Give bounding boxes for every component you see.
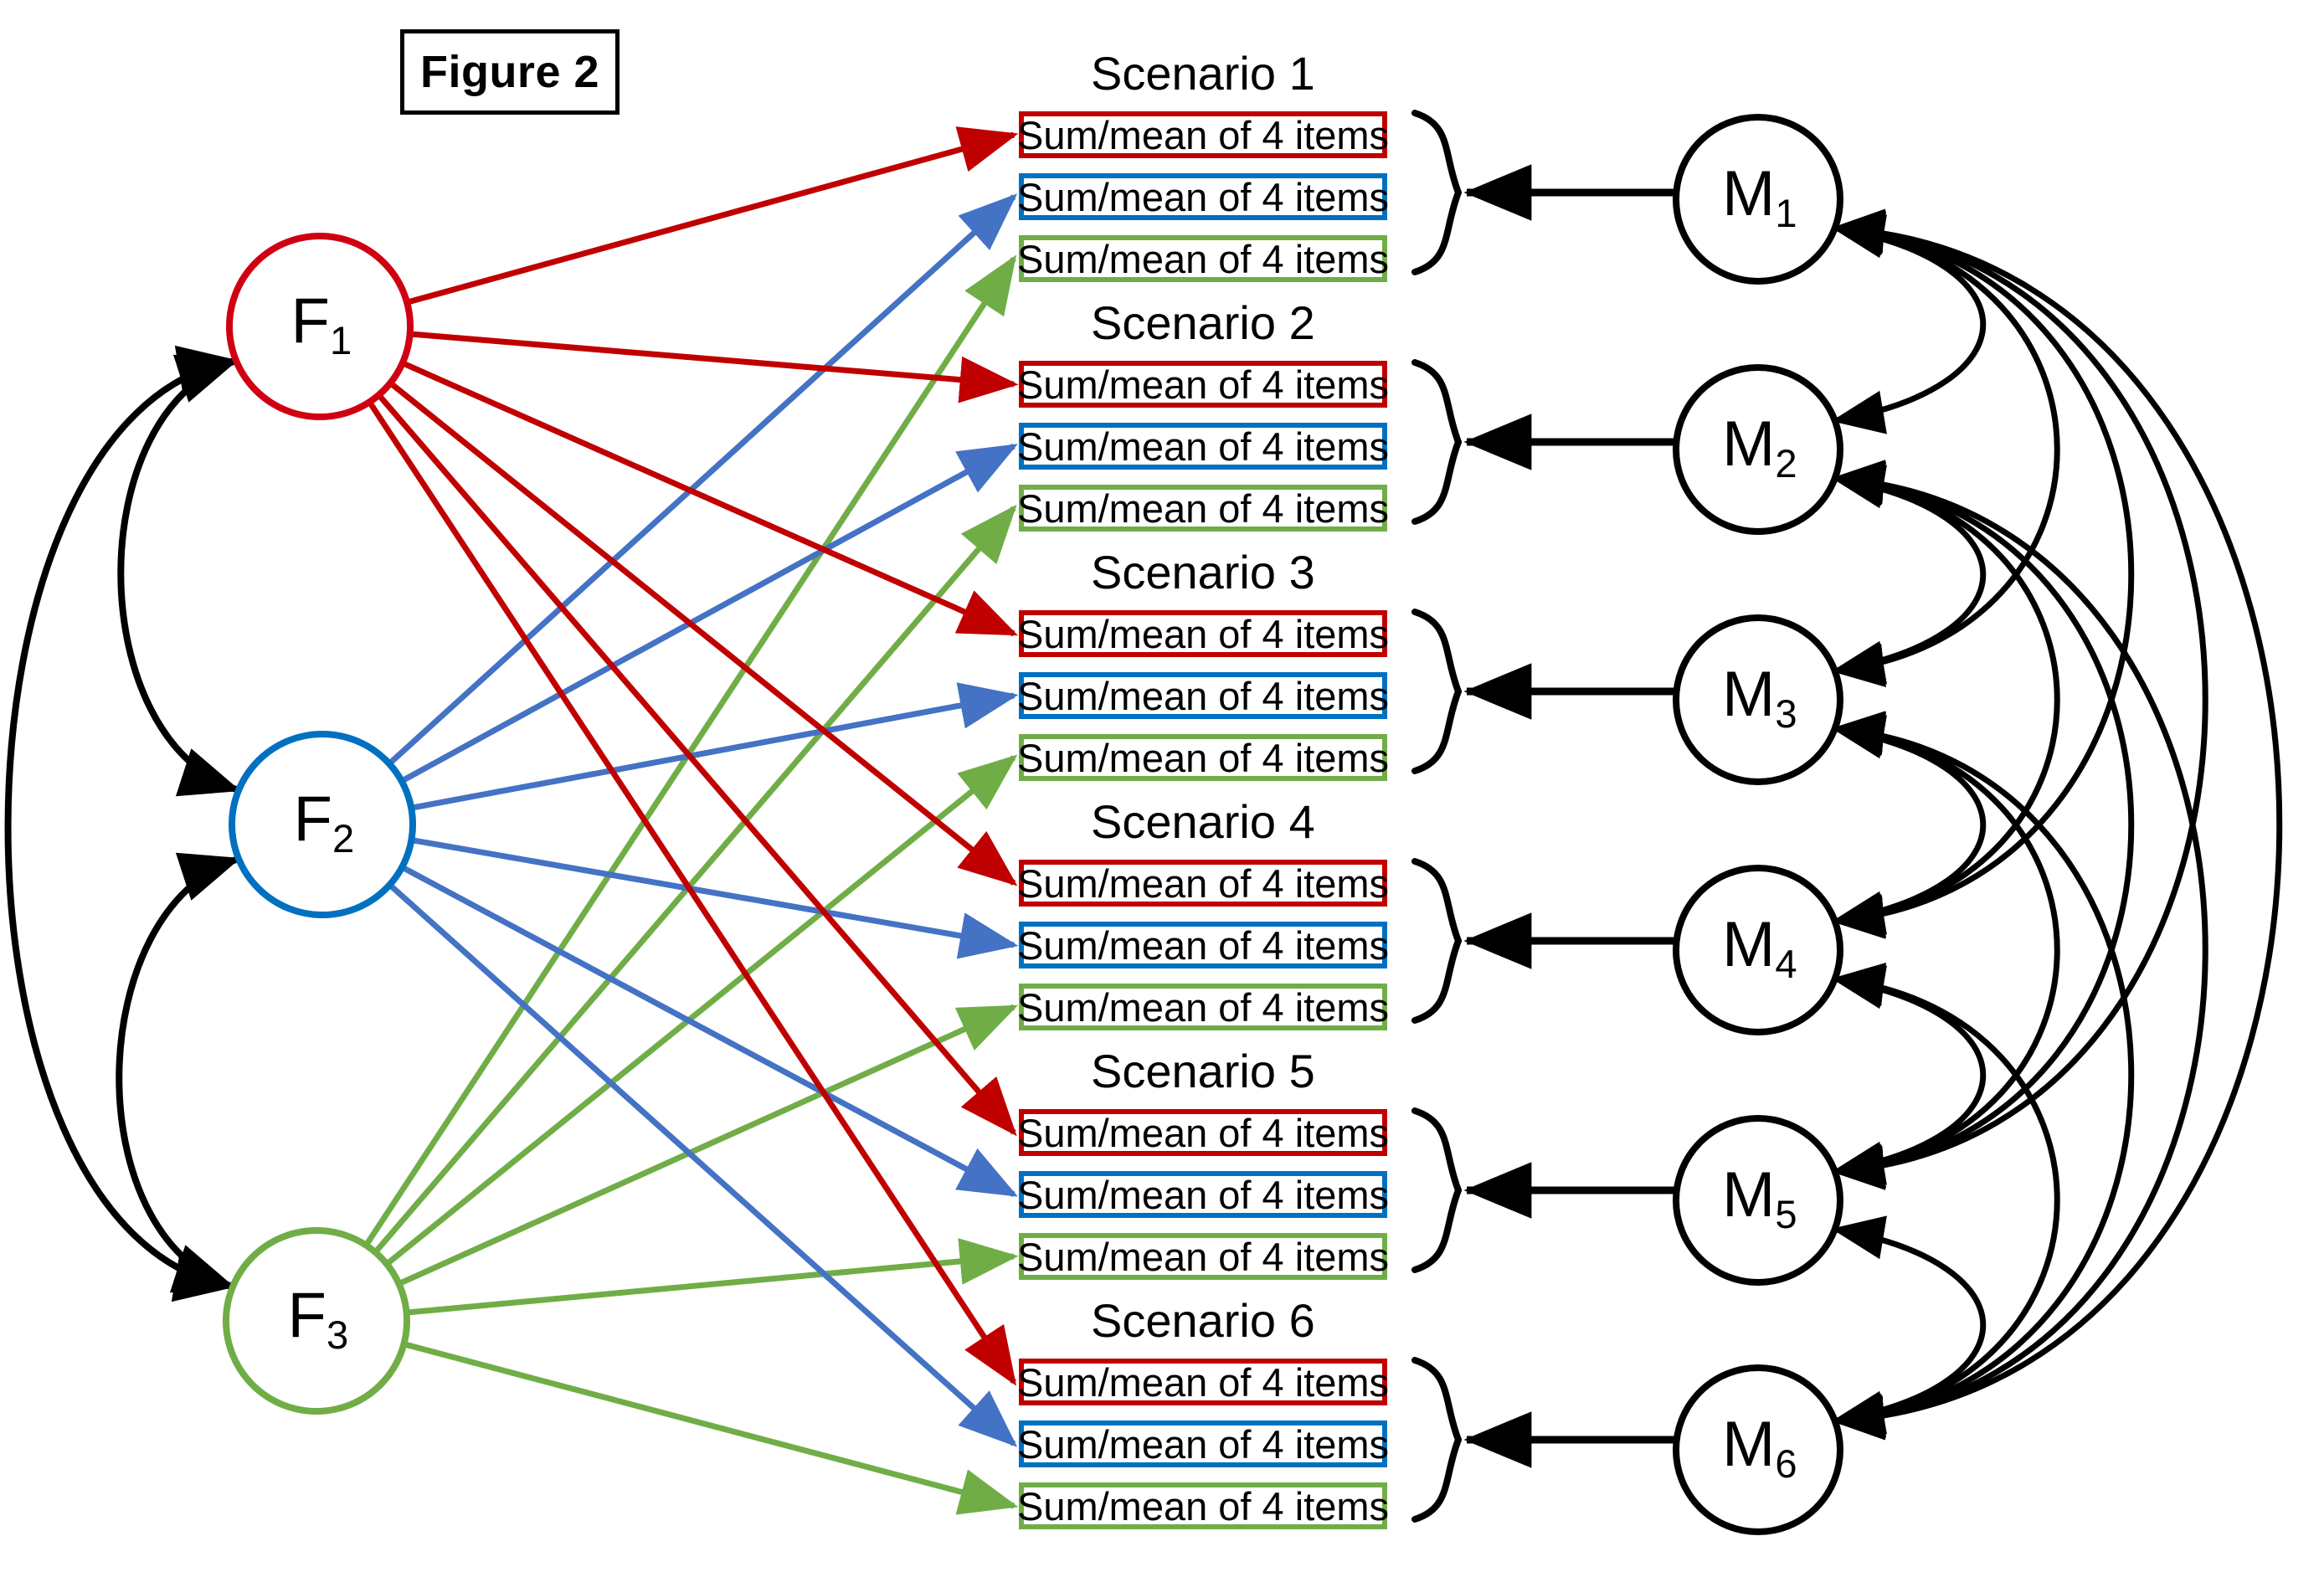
indicator-box-s2-green[interactable]: Sum/mean of 4 items: [1016, 485, 1390, 532]
indicator-box-text: Sum/mean of 4 items: [1016, 1172, 1390, 1217]
scenario-brace-3: [1411, 609, 1463, 774]
method-circle-M1[interactable]: [1673, 114, 1843, 285]
method-circle-M2[interactable]: [1673, 364, 1843, 535]
indicator-box-s6-green[interactable]: Sum/mean of 4 items: [1016, 1482, 1390, 1529]
method-circle-M4[interactable]: [1673, 865, 1843, 1035]
indicator-box-s3-red[interactable]: Sum/mean of 4 items: [1016, 610, 1390, 657]
loading-arrow-F3-s4: [398, 1004, 1019, 1287]
factor-circle-F3[interactable]: [223, 1227, 410, 1415]
loading-arrow-F3-s5: [406, 1238, 1019, 1316]
indicator-box-text: Sum/mean of 4 items: [1016, 1421, 1390, 1467]
indicator-box-s2-red[interactable]: Sum/mean of 4 items: [1016, 361, 1390, 408]
indicator-box-text: Sum/mean of 4 items: [1016, 735, 1390, 780]
loading-arrow-F1-s4: [388, 380, 1018, 886]
loading-arrow-F2-s2: [400, 443, 1018, 784]
indicator-box-text: Sum/mean of 4 items: [1016, 174, 1390, 219]
factor-correlation-arc-F2-F3: [116, 852, 241, 1293]
method-correlation-arcs: [1831, 208, 2283, 1441]
scenario-braces: [1411, 110, 1463, 1523]
indicator-box-s1-blue[interactable]: Sum/mean of 4 items: [1016, 173, 1390, 220]
loading-arrow-F1-s3: [401, 360, 1019, 637]
method-correlation-arc-M1-M6: [1831, 208, 2283, 1441]
method-correlation-arc-M3-M6: [1831, 711, 2135, 1439]
method-correlation-arc-M1-M5: [1831, 209, 2208, 1190]
method-correlation-arc-M1-M4: [1831, 210, 2135, 939]
method-correlation-arc-M3-M4: [1831, 715, 1987, 935]
factor-correlation-arcs: [4, 345, 241, 1302]
method-effect-arrows: [1463, 164, 1676, 1468]
loading-arrow-F3-s6: [403, 1341, 1019, 1515]
scenario-title-3: Scenario 3: [1091, 546, 1315, 598]
loading-arrow-F2-s1: [387, 193, 1018, 766]
indicator-box-s3-green[interactable]: Sum/mean of 4 items: [1016, 734, 1390, 781]
indicator-box-text: Sum/mean of 4 items: [1016, 424, 1390, 469]
method-circle-M5[interactable]: [1673, 1115, 1843, 1286]
scenario-brace-1: [1411, 110, 1463, 275]
factor-circle-F2[interactable]: [229, 731, 416, 918]
loading-arrow-F3-s3: [384, 754, 1018, 1266]
factor-circles: [223, 233, 416, 1415]
loading-arrow-F2-s5: [400, 864, 1018, 1198]
scenario-title-2: Scenario 2: [1091, 296, 1315, 349]
indicator-box-s5-red[interactable]: Sum/mean of 4 items: [1016, 1109, 1390, 1156]
method-circles: [1673, 114, 1843, 1535]
indicator-box-text: Sum/mean of 4 items: [1016, 984, 1390, 1030]
indicator-box-text: Sum/mean of 4 items: [1016, 1234, 1390, 1279]
loading-arrow-F1-s1: [406, 126, 1019, 306]
scenario-title-5: Scenario 5: [1091, 1045, 1315, 1097]
indicator-box-text: Sum/mean of 4 items: [1016, 611, 1390, 656]
loading-arrow-F1-s5: [376, 393, 1017, 1137]
method-correlation-arc-M1-M3: [1831, 212, 2060, 687]
indicator-box-text: Sum/mean of 4 items: [1016, 485, 1390, 531]
loading-arrow-F2-s6: [388, 882, 1018, 1447]
method-correlation-arc-M2-M6: [1831, 460, 2208, 1440]
indicator-box-s4-blue[interactable]: Sum/mean of 4 items: [1016, 922, 1390, 968]
indicator-box-s3-blue[interactable]: Sum/mean of 4 items: [1016, 672, 1390, 719]
indicator-box-s5-blue[interactable]: Sum/mean of 4 items: [1016, 1171, 1390, 1218]
indicator-box-s2-blue[interactable]: Sum/mean of 4 items: [1016, 423, 1390, 470]
factor-loading-arrows: [363, 126, 1019, 1515]
scenario-title-4: Scenario 4: [1091, 795, 1315, 848]
indicator-box-s1-red[interactable]: Sum/mean of 4 items: [1016, 111, 1390, 158]
loading-arrow-F3-s2: [373, 504, 1017, 1255]
scenario-title-6: Scenario 6: [1091, 1294, 1315, 1347]
scenario-brace-6: [1411, 1357, 1463, 1523]
method-circle-M3[interactable]: [1673, 614, 1843, 785]
loading-arrow-F1-s6: [367, 400, 1017, 1386]
indicator-box-text: Sum/mean of 4 items: [1016, 362, 1390, 407]
scenario-brace-5: [1411, 1107, 1463, 1273]
figure-label-text: Figure 2: [419, 47, 600, 97]
figure-label-box: Figure 2: [400, 29, 620, 115]
factor-circle-F1[interactable]: [226, 233, 414, 420]
indicator-box-s4-green[interactable]: Sum/mean of 4 items: [1016, 984, 1390, 1030]
indicator-box-s6-blue[interactable]: Sum/mean of 4 items: [1016, 1420, 1390, 1467]
indicator-box-text: Sum/mean of 4 items: [1016, 112, 1390, 157]
scenario-brace-4: [1411, 858, 1463, 1024]
indicator-box-s5-green[interactable]: Sum/mean of 4 items: [1016, 1233, 1390, 1280]
scenario-brace-2: [1411, 359, 1463, 525]
indicator-box-text: Sum/mean of 4 items: [1016, 860, 1390, 906]
indicator-box-s4-red[interactable]: Sum/mean of 4 items: [1016, 860, 1390, 907]
method-correlation-arc-M5-M6: [1831, 1215, 1987, 1435]
indicator-box-text: Sum/mean of 4 items: [1016, 1359, 1390, 1405]
indicator-box-s6-red[interactable]: Sum/mean of 4 items: [1016, 1359, 1390, 1405]
method-correlation-arc-M2-M4: [1831, 462, 2060, 938]
indicator-box-text: Sum/mean of 4 items: [1016, 922, 1390, 968]
loading-arrow-F2-s4: [410, 837, 1019, 959]
scenario-title-1: Scenario 1: [1091, 47, 1315, 100]
method-correlation-arc-M2-M5: [1831, 460, 2135, 1189]
factor-correlation-arc-F1-F3: [4, 345, 239, 1302]
loading-arrow-F1-s2: [409, 331, 1019, 403]
indicator-box-text: Sum/mean of 4 items: [1016, 236, 1390, 281]
method-correlation-arc-M3-M5: [1831, 712, 2060, 1188]
factor-correlation-arc-F1-F2: [117, 354, 241, 797]
indicator-box-s1-green[interactable]: Sum/mean of 4 items: [1016, 235, 1390, 282]
method-correlation-arc-M4-M6: [1831, 963, 2060, 1437]
loading-arrow-F2-s3: [410, 682, 1019, 811]
method-circle-M6[interactable]: [1673, 1364, 1843, 1535]
indicator-box-text: Sum/mean of 4 items: [1016, 1483, 1390, 1528]
indicator-box-text: Sum/mean of 4 items: [1016, 673, 1390, 718]
indicator-box-text: Sum/mean of 4 items: [1016, 1110, 1390, 1155]
